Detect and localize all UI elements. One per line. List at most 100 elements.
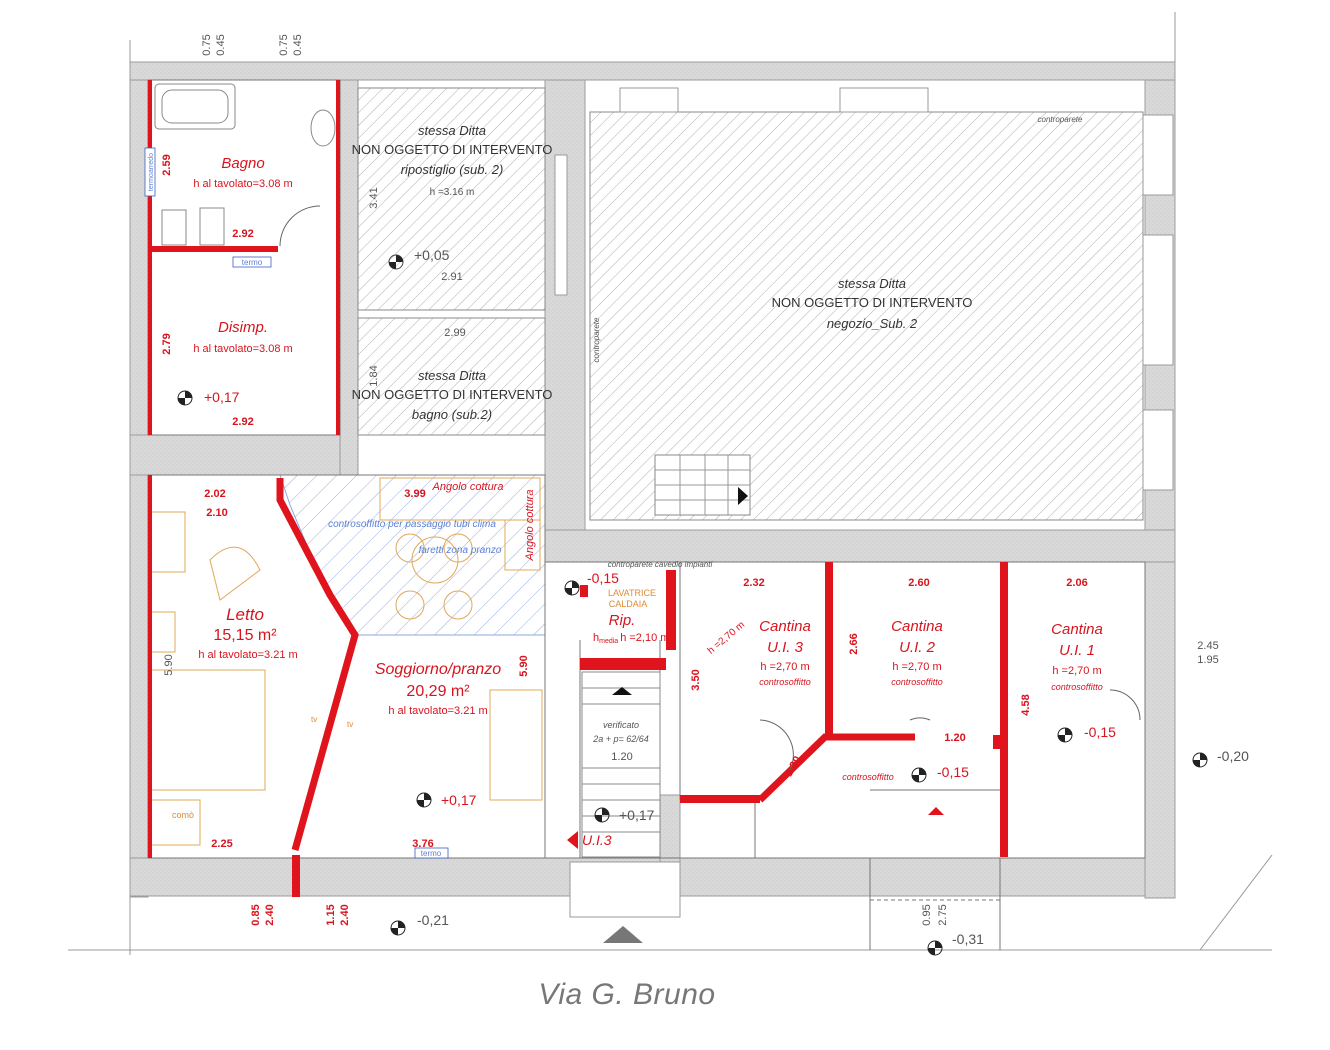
dim-5-90-left: 5.90 (163, 654, 175, 675)
room-note-cantina1: controsoffitto (1051, 682, 1103, 692)
room-area-letto: 15,15 m² (213, 627, 277, 644)
excluded-ripostiglio-3: ripostiglio (sub. 2) (401, 162, 504, 177)
dim-4-58: 4.58 (1020, 694, 1032, 715)
dim-2-40-b: 2.40 (339, 904, 351, 925)
dim-1-84: 1.84 (368, 365, 380, 386)
room-name-soggiorno: Soggiorno/pranzo (375, 661, 501, 678)
note-formula: 2a + p= 62/64 (592, 734, 649, 744)
level-street-left: -0,21 (417, 912, 449, 928)
dim-2-06: 2.06 (1066, 577, 1087, 589)
level-stair: +0,17 (619, 807, 655, 823)
room-name-cantina2: Cantina (891, 618, 943, 635)
label-tv-1: tv (311, 715, 317, 724)
room-note-cantina3: controsoffitto (759, 677, 811, 687)
excluded-negozio-1: stessa Ditta (838, 276, 906, 291)
room-height-cantina3: h =2,70 m (760, 661, 809, 673)
excluded-rip-height: h =3.16 m (430, 187, 475, 198)
main-entrance-icon (603, 926, 643, 943)
new-walls (148, 80, 1008, 897)
excluded-bagno-3: bagno (sub.2) (412, 407, 492, 422)
dim-top-0-75-b: 0.75 (278, 34, 290, 55)
level-right: -0,20 (1217, 748, 1249, 764)
dim-2-79: 2.79 (161, 333, 173, 354)
door-swings (279, 205, 1141, 771)
room-height-letto: h al tavolato=3.21 m (198, 649, 297, 661)
room-height-bagno: h al tavolato=3.08 m (193, 178, 292, 190)
room-height-disimp: h al tavolato=3.08 m (193, 343, 292, 355)
room-unit-cantina2: U.I. 2 (899, 639, 936, 656)
room-area-soggiorno: 20,29 m² (406, 683, 470, 700)
ui3-arrow-icon (567, 831, 578, 849)
room-name-disimp: Disimp. (218, 319, 268, 336)
room-unit-cantina1: U.I. 1 (1059, 642, 1095, 659)
red-angled-walls (276, 478, 915, 851)
note-angolo-cottura-2: Angolo cottura (524, 490, 536, 562)
dim-2-99: 2.99 (444, 327, 465, 339)
excluded-areas (357, 87, 1174, 521)
room-height-cantina2: h =2,70 m (892, 661, 941, 673)
level-rip-excl: +0,05 (414, 247, 450, 263)
dim-top-0-45-a: 0.45 (215, 34, 227, 55)
dim-door-height: h =2,70 m (706, 619, 747, 656)
note-verificato: verificato (603, 720, 639, 730)
room-name-bagno: Bagno (221, 155, 264, 172)
dim-3-99: 3.99 (404, 488, 425, 500)
dim-2-45: 2.45 (1197, 640, 1218, 652)
note-lavatrice: LAVATRICE (608, 588, 656, 598)
level-street-right: -0,31 (952, 931, 984, 947)
note-caldaia: CALDAIA (609, 599, 648, 609)
room-name-letto: Letto (226, 605, 264, 624)
dim-1-20-corridor: 1.20 (944, 732, 965, 744)
room-unit-cantina3: U.I. 3 (767, 639, 804, 656)
room-name-cantina3: Cantina (759, 618, 811, 635)
room-name-cantina1: Cantina (1051, 621, 1103, 638)
dim-0-95: 0.95 (921, 904, 933, 925)
room-height-cantina1: h =2,70 m (1052, 665, 1101, 677)
room-name-rip: Rip. (609, 612, 636, 629)
street-name: Via G. Bruno (538, 978, 716, 1011)
dim-top-0-75-a: 0.75 (201, 34, 213, 55)
dim-2-40-a: 2.40 (264, 904, 276, 925)
excluded-bagno-2: NON OGGETTO DI INTERVENTO (352, 387, 553, 402)
dim-2-25: 2.25 (211, 838, 232, 850)
label-tv-2: tv (347, 720, 353, 729)
excluded-negozio-2: NON OGGETTO DI INTERVENTO (772, 295, 973, 310)
dim-2-91: 2.91 (441, 271, 462, 283)
dim-2-66: 2.66 (848, 633, 860, 654)
dim-top-0-45-b: 0.45 (292, 34, 304, 55)
entry-arrow-icon (928, 807, 944, 815)
note-controsoffitto-corridor: controsoffitto (842, 772, 894, 782)
label-como: comò (172, 810, 194, 820)
excluded-negozio-3: negozio_Sub. 2 (827, 316, 918, 331)
dim-2-59: 2.59 (161, 154, 173, 175)
label-termo-bagno: termo (242, 258, 263, 267)
level-rip: -0,15 (587, 570, 619, 586)
label-termoarredo: termoarredo (148, 153, 155, 191)
note-angolo-cottura-1: Angolo cottura (432, 481, 504, 493)
dim-2-02: 2.02 (204, 488, 225, 500)
label-ui3: U.I.3 (582, 832, 612, 848)
excluded-bagno-1: stessa Ditta (418, 368, 486, 383)
level-soggiorno: +0,17 (441, 792, 477, 808)
stair-up-icon (612, 687, 632, 695)
dim-1-15: 1.15 (325, 904, 337, 925)
dim-1-20-stair: 1.20 (611, 751, 632, 763)
dim-0-85: 0.85 (250, 904, 262, 925)
level-cantina1: -0,15 (1084, 724, 1116, 740)
dim-3-41: 3.41 (368, 187, 380, 208)
note-controparete-top: controparete (1038, 115, 1083, 124)
room-height-soggiorno: h al tavolato=3.21 m (388, 705, 487, 717)
dim-3-50: 3.50 (690, 669, 702, 690)
dim-2-75: 2.75 (937, 904, 949, 925)
dim-2-32: 2.32 (743, 577, 764, 589)
dim-2-92-top: 2.92 (232, 228, 253, 240)
room-note-cantina2: controsoffitto (891, 677, 943, 687)
label-termo-soggiorno: termo (421, 849, 442, 858)
note-controparete-cavedio: controparete cavedio impianti (608, 560, 713, 569)
excluded-ripostiglio-2: NON OGGETTO DI INTERVENTO (352, 142, 553, 157)
excluded-ripostiglio-1: stessa Ditta (418, 123, 486, 138)
level-markers (177, 254, 1208, 956)
dim-2-10: 2.10 (206, 507, 227, 519)
level-corridor: -0,15 (937, 764, 969, 780)
